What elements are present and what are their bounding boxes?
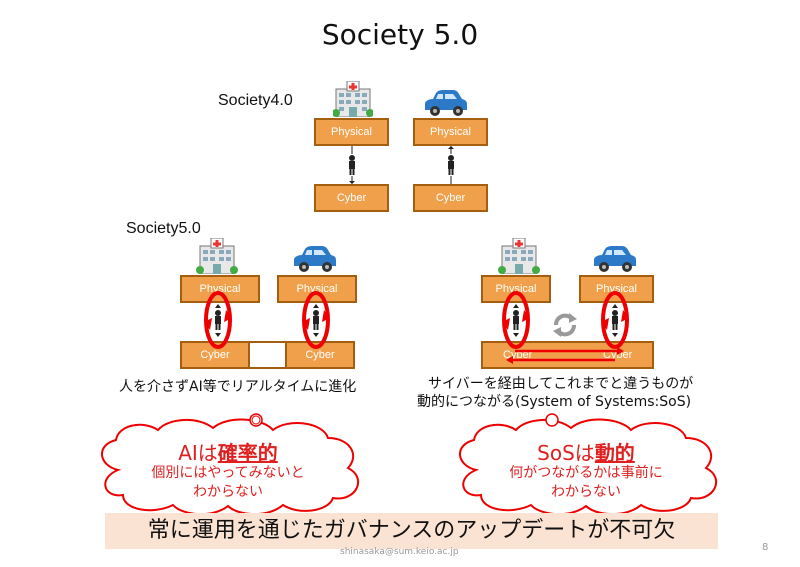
cyber-link [250,341,285,369]
cloud-right-line2: わからない [551,484,621,500]
conclusion-text: 常に運用を通じたガバナンスのアップデートが不可欠 [147,518,676,543]
society5-label: Society5.0 [126,220,201,237]
cloud-right-title: SoSは動的 [446,437,726,466]
hospital-icon [498,238,540,274]
thought-cloud-left [101,413,360,516]
exchange-arrows [506,347,624,364]
refresh-icon [553,313,577,337]
physical-box-s5-left-a: Physical [180,275,260,303]
cyber-box-s5-right: Cyber Cyber [481,341,654,369]
cloud-left-emphasis: 確率的 [217,441,278,465]
caption-right-line1: サイバーを経由してこれまでと違うものが [428,376,694,392]
cycle-icon [204,291,232,349]
cloud-left-line2: わからない [193,484,263,500]
conclusion-banner: 常に運用を通じたガバナンスのアップデートが不可欠 [105,513,718,549]
cycle-icon [601,291,629,349]
person-icon [448,146,454,184]
cloud-left-title: AIは確率的 [88,437,368,466]
page-title: Society 5.0 [321,18,479,51]
car-icon [294,246,336,272]
person-icon [349,146,355,184]
thought-cloud-right [459,413,718,516]
page-number: 8 [762,542,769,553]
cloud-left-line1: 個別にはやってみないと [151,465,305,481]
cycle-icon [502,291,530,349]
society4-label: Society4.0 [218,92,293,109]
car-icon [594,246,636,272]
caption-left: 人を介さずAI等でリアルタイムに進化 [119,379,357,395]
physical-box-s4-right: Physical [413,118,488,146]
caption-right-line2: 動的につながる(System of Systems:SoS) [417,394,692,410]
hospital-icon [333,81,373,117]
cyber-box-s4-right: Cyber [413,184,488,212]
physical-box-s5-right-a: Physical [481,275,551,303]
cloud-right-prefix: SoSは [537,441,595,465]
hospital-icon [196,238,238,274]
footer-email: shinasaka@sum.keio.ac.jp [340,547,459,557]
cyber-box-s4-left: Cyber [314,184,389,212]
physical-box-s4-left: Physical [314,118,389,146]
physical-box-s5-right-b: Physical [579,275,654,303]
physical-box-s5-left-b: Physical [277,275,357,303]
thinking-person-icon [251,415,261,425]
cloud-left-prefix: AIは [178,441,218,465]
cloud-right-emphasis: 動的 [594,441,635,465]
cloud-right-line1: 何がつながるかは事前に [509,465,663,481]
cycle-icon [302,291,330,349]
car-icon [425,90,467,116]
